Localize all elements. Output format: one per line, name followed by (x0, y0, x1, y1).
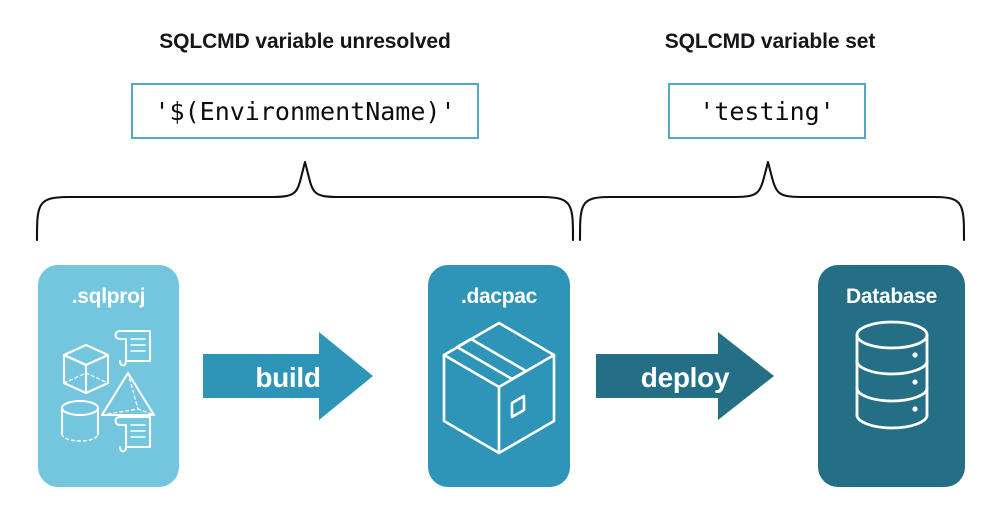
package-box-icon (442, 321, 556, 455)
arrow-deploy (596, 332, 774, 420)
script-icon (114, 415, 152, 453)
arrow-build (203, 332, 373, 420)
pyramid-icon (100, 371, 156, 417)
stage-card-database: Database (818, 265, 965, 487)
brace-left-icon (35, 160, 575, 242)
code-box-testing: 'testing' (668, 83, 866, 139)
cylinder-icon (60, 399, 100, 442)
stage-card-sqlproj-title: .sqlproj (71, 285, 146, 308)
cube-icon (62, 343, 110, 395)
brace-right-icon (578, 160, 966, 242)
stage-card-sqlproj: .sqlproj (38, 265, 179, 487)
stage-card-dacpac-art (428, 317, 570, 459)
stage-card-sqlproj-art (38, 317, 179, 457)
stage-card-database-art (818, 317, 965, 437)
arrow-deploy-label: deploy (640, 362, 730, 393)
script-icon (114, 329, 152, 367)
stage-card-dacpac: .dacpac (428, 265, 570, 487)
arrow-build-label: build (255, 362, 321, 393)
stage-card-database-title: Database (846, 285, 937, 308)
database-cylinder-icon (855, 320, 928, 430)
code-box-environment-name: '$(EnvironmentName)' (131, 83, 479, 139)
caption-sqlcmd-variable-unresolved: SQLCMD variable unresolved (159, 30, 451, 53)
caption-sqlcmd-variable-set: SQLCMD variable set (664, 30, 876, 53)
stage-card-dacpac-title: .dacpac (460, 285, 538, 308)
